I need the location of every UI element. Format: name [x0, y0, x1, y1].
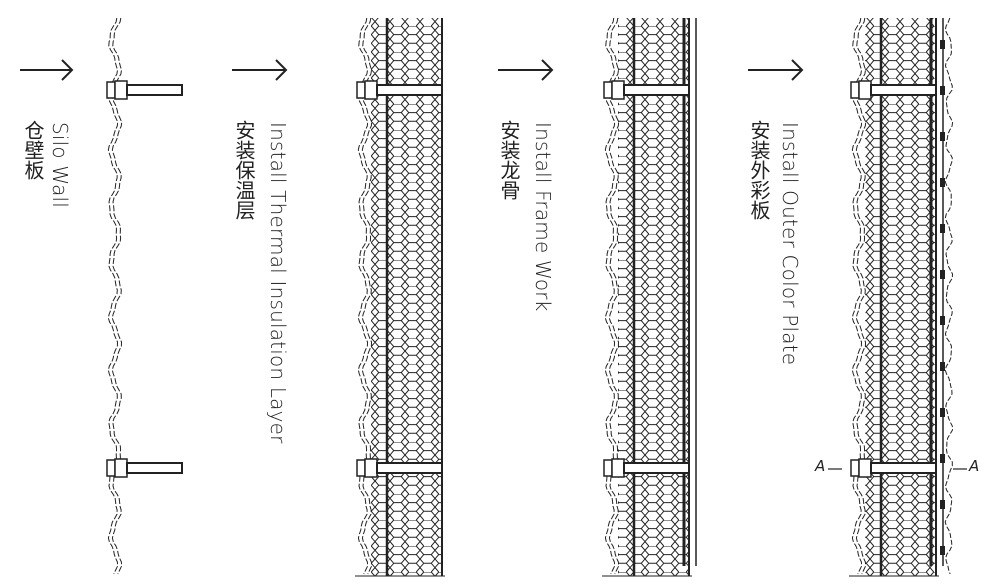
panel-4-plate-fastener: [940, 86, 945, 95]
panel-2-insulation-edge: [371, 18, 389, 576]
panel-3-insulation-edge: [618, 18, 636, 576]
panel-1-bolt-top: [126, 84, 183, 96]
panel-4-plate-fastener: [940, 132, 945, 141]
panel-3-insulation: [634, 18, 689, 576]
panel-3-bolt-bottom-washer: [611, 458, 625, 478]
panel-4-insulation-edge: [865, 18, 883, 576]
step-3-label-en: Install Frame Work: [531, 122, 555, 312]
panel-1-bolt-bottom: [126, 462, 183, 474]
panel-4-plate-fastener: [940, 316, 945, 325]
panel-3-bolt-bottom: [623, 462, 690, 474]
panel-4-bolt-top: [870, 84, 937, 96]
panel-3-silo-wall: [608, 17, 620, 575]
arrow-icon-1: [20, 59, 74, 81]
step-1-label-zh: 仓壁板: [21, 120, 45, 180]
panel-4-plate-fastener: [940, 408, 945, 417]
panel-4-bolt-bottom-washer: [858, 458, 872, 478]
step-4-label-zh: 安装外彩板: [747, 120, 771, 220]
arrow-icon-2: [232, 59, 288, 81]
panel-2-silo-wall: [361, 17, 373, 575]
panel-2-insulation: [387, 18, 442, 576]
panel-4-silo-wall: [855, 17, 867, 575]
section-mark-right-label: A: [969, 457, 980, 475]
step-2-label-zh: 安装保温层: [232, 120, 256, 220]
panel-4-bolt-bottom-nut: [850, 459, 860, 477]
panel-3-bolt-top-washer: [611, 80, 625, 100]
panel-4-plate-fastener: [940, 224, 945, 233]
panel-4-bolt-top-washer: [858, 80, 872, 100]
panel-4-plate-fastener: [940, 40, 945, 49]
panel-2-bolt-bottom-nut: [356, 459, 366, 477]
panel-3-bolt-bottom-nut: [603, 459, 613, 477]
panel-4-plate-fastener: [940, 500, 945, 509]
panel-4-outer-color-plate: [944, 17, 954, 575]
panel-2-bolt-top: [376, 84, 443, 96]
panel-2-bolt-bottom: [376, 462, 443, 474]
section-mark-left-label: A: [815, 457, 826, 475]
panel-2-silo-wall: [357, 17, 369, 575]
panel-4-bolt-bottom: [870, 462, 937, 474]
panel-4-plate-fastener: [940, 178, 945, 187]
panel-1-bolt-top-washer: [114, 80, 128, 100]
panel-1-bolt-bottom-washer: [114, 458, 128, 478]
panel-4-plate-fastener: [940, 362, 945, 371]
panel-2-bolt-top-washer: [364, 80, 378, 100]
panel-2-bolt-top-nut: [356, 81, 366, 99]
panel-3-bolt-top: [623, 84, 690, 96]
panel-1-silo-wall: [111, 17, 123, 575]
step-2-label-en: Install Thermal Insulation Layer: [266, 122, 290, 444]
panel-3-bolt-top-nut: [603, 81, 613, 99]
arrow-icon-3: [498, 59, 554, 81]
panel-4-insulation: [881, 18, 936, 576]
step-1-label-en: Silo Wall: [48, 122, 72, 209]
panel-4-silo-wall: [851, 17, 863, 575]
panel-1-bolt-top-nut: [106, 81, 116, 99]
panel-3-silo-wall: [604, 17, 616, 575]
panel-4-bolt-top-nut: [850, 81, 860, 99]
step-3-label-zh: 安装龙骨: [497, 120, 521, 200]
panel-4-plate-fastener: [940, 454, 945, 463]
panel-4-plate-fastener: [940, 546, 945, 555]
panel-1-silo-wall: [107, 17, 119, 575]
arrow-icon-4: [748, 59, 804, 81]
panel-2-bolt-bottom-washer: [364, 458, 378, 478]
panel-4-plate-fastener: [940, 270, 945, 279]
step-4-label-en: Install Outer Color Plate: [778, 122, 802, 366]
panel-1-bolt-bottom-nut: [106, 459, 116, 477]
